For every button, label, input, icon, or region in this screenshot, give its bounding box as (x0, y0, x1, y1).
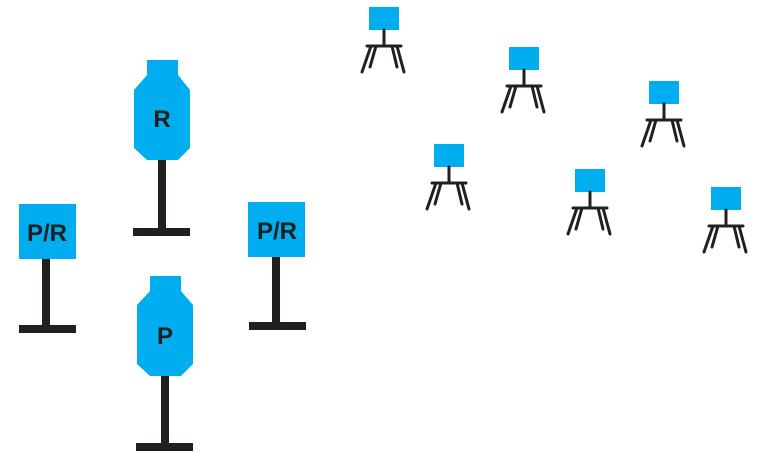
tripod-plate (434, 144, 464, 167)
silhouette-post (158, 160, 166, 230)
plate-face (19, 204, 76, 259)
plate-face (248, 202, 305, 257)
plate-target-left: P/R (19, 204, 76, 333)
tripod-plate (369, 7, 399, 30)
silhouette-target-top: R (133, 60, 190, 236)
tripod-target (360, 7, 406, 74)
plate-label: P/R (27, 220, 67, 247)
tripod-plate (575, 169, 605, 192)
tripod-target (640, 81, 686, 148)
tripod-target (425, 144, 471, 211)
tripod-legs (640, 102, 686, 148)
silhouette-base (133, 228, 190, 236)
plate-label: P/R (257, 218, 297, 245)
tripod-target (702, 187, 748, 254)
silhouette-body (134, 75, 190, 160)
plate-base (249, 322, 306, 330)
tripod-targets (360, 7, 748, 254)
tripod-legs (360, 28, 406, 74)
tripod-plate (711, 187, 741, 210)
tripod-legs (500, 68, 546, 114)
tripod-target (566, 169, 612, 236)
silhouette-label: P (157, 323, 173, 350)
tripod-legs (425, 165, 471, 211)
plate-post (272, 257, 280, 325)
tripod-plate (509, 47, 539, 70)
silhouette-head (147, 60, 178, 76)
plate-base (19, 325, 76, 333)
silhouette-base (136, 443, 193, 451)
tripod-legs (702, 208, 748, 254)
silhouette-body (137, 291, 193, 376)
silhouette-target-bottom: P (136, 276, 193, 451)
tripod-legs (566, 190, 612, 236)
plate-post (42, 259, 50, 328)
silhouette-head (150, 276, 181, 292)
silhouette-label: R (153, 106, 170, 133)
plate-target-right: P/R (248, 202, 306, 330)
silhouette-post (161, 376, 169, 446)
tripod-plate (649, 81, 679, 104)
tripod-target (500, 47, 546, 114)
